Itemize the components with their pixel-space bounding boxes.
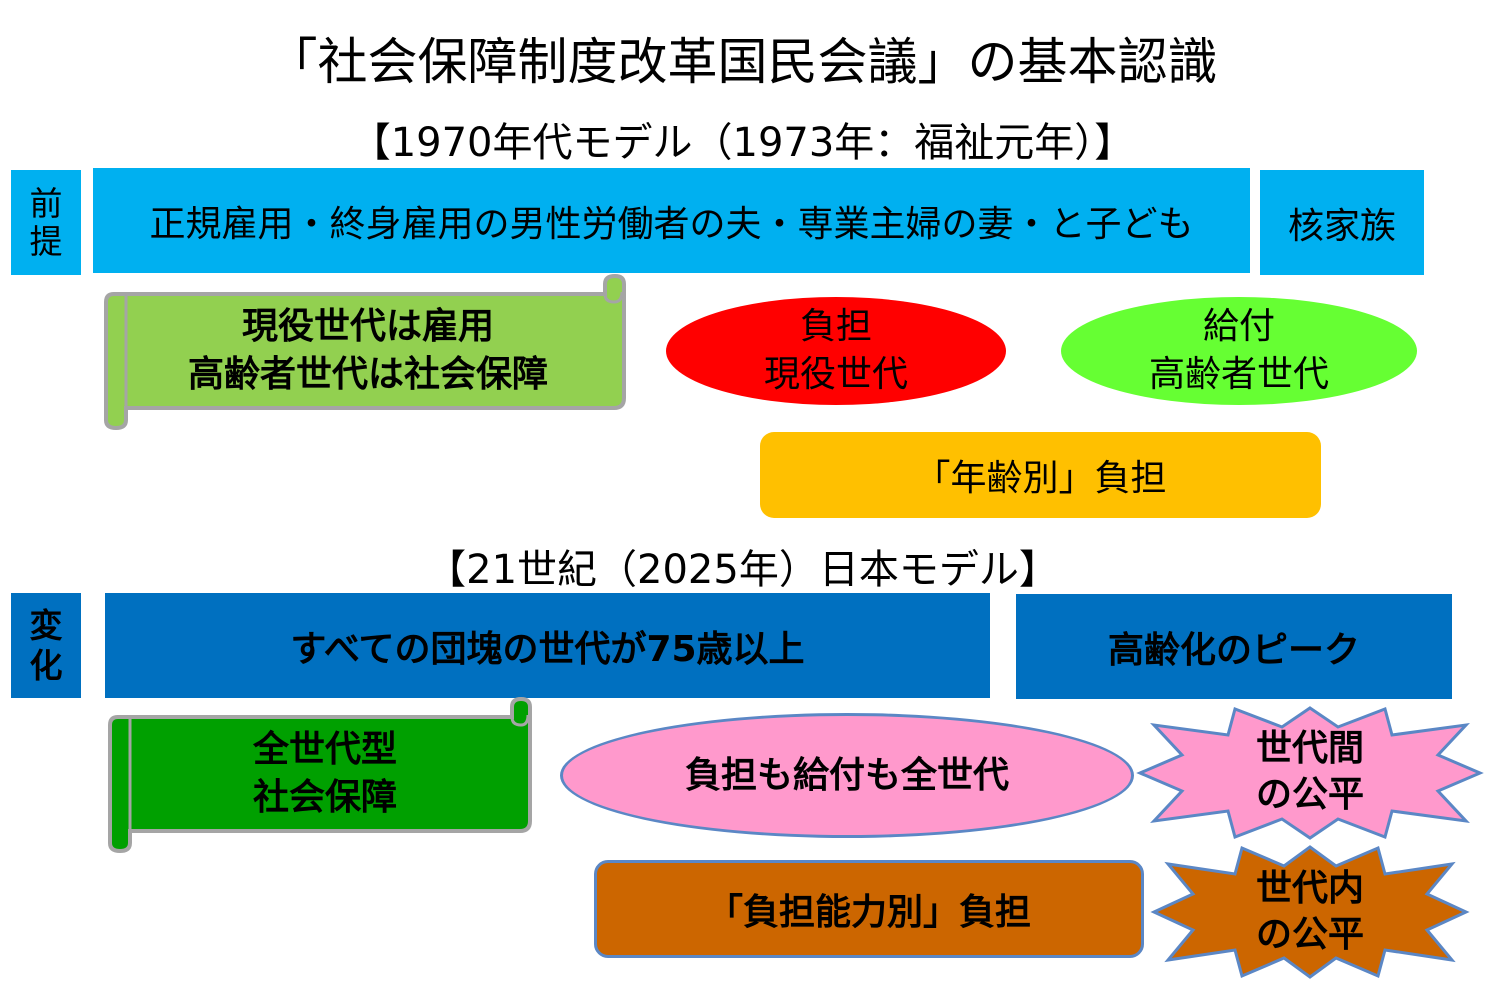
model-1970-heading: 【1970年代モデル（1973年：福祉元年）】: [350, 120, 1135, 166]
benefit-target: 高齢者世代: [1148, 354, 1329, 395]
model-2025-heading: 【21世紀（2025年）日本モデル】: [426, 547, 1059, 593]
benefit-label: 給付: [1202, 306, 1275, 347]
age-based-burden-box: 「年齢別」負担: [760, 432, 1321, 518]
scroll-shape-1970: [104, 273, 626, 431]
page-title: 「社会保障制度改革国民会議」の基本認識: [267, 33, 1218, 91]
premise-label: 前 提: [11, 170, 81, 275]
burden-target: 現役世代: [763, 354, 908, 395]
nuclear-family-bar: 核家族: [1260, 170, 1424, 275]
aging-peak-text: 高齢化のピーク: [1107, 629, 1360, 671]
change-label: 変 化: [11, 593, 81, 698]
intragenerational-equity-label: 世代内 の公平: [1210, 862, 1410, 962]
scroll-shape-2025: [108, 696, 532, 854]
change-label-char-2: 化: [29, 645, 63, 685]
scroll-text-2025: 全世代型 社会保障: [130, 717, 520, 831]
ability-based-burden-text: 「負担能力別」負担: [706, 892, 1031, 933]
star-between-line-1: 世代間: [1255, 728, 1364, 769]
age-based-burden-text: 「年齢別」負担: [914, 458, 1167, 499]
all-generation-text: 負担も給付も全世代: [684, 754, 1009, 796]
premise-label-char-1: 前: [29, 183, 63, 223]
star-within-line-1: 世代内: [1255, 868, 1364, 909]
aging-peak-bar: 高齢化のピーク: [1016, 594, 1452, 699]
intergenerational-star-shape: [1136, 706, 1484, 840]
star-between-line-2: の公平: [1255, 774, 1364, 815]
scroll-text-1970: 現役世代は雇用 高齢者世代は社会保障: [126, 294, 610, 408]
burden-label: 負担: [799, 306, 872, 347]
premise-family-text: 正規雇用・終身雇用の男性労働者の夫・専業主婦の妻・と子ども: [149, 203, 1194, 245]
benefit-elderly-ellipse: 給付 高齢者世代: [1061, 297, 1417, 405]
change-label-char-1: 変: [29, 605, 63, 645]
burden-working-ellipse: 負担 現役世代: [666, 297, 1006, 405]
premise-family-bar: 正規雇用・終身雇用の男性労働者の夫・専業主婦の妻・と子ども: [93, 168, 1250, 273]
premise-label-char-2: 提: [29, 221, 63, 261]
baby-boomer-bar: すべての団塊の世代が75歳以上: [105, 593, 990, 698]
nuclear-family-text: 核家族: [1287, 205, 1396, 247]
scroll-line-2: 高齢者世代は社会保障: [187, 354, 548, 395]
star-within-line-2: の公平: [1255, 914, 1364, 955]
ability-based-burden-box: 「負担能力別」負担: [594, 860, 1144, 958]
scroll-line-1: 現役世代は雇用: [241, 306, 494, 347]
all-generation-ellipse: 負担も給付も全世代: [560, 713, 1134, 838]
baby-boomer-text: すべての団塊の世代が75歳以上: [290, 628, 805, 670]
scroll-2025-line-2: 社会保障: [252, 777, 397, 818]
intragenerational-star-shape: [1150, 845, 1470, 979]
scroll-2025-line-1: 全世代型: [252, 729, 397, 770]
intergenerational-equity-label: 世代間 の公平: [1210, 722, 1410, 822]
